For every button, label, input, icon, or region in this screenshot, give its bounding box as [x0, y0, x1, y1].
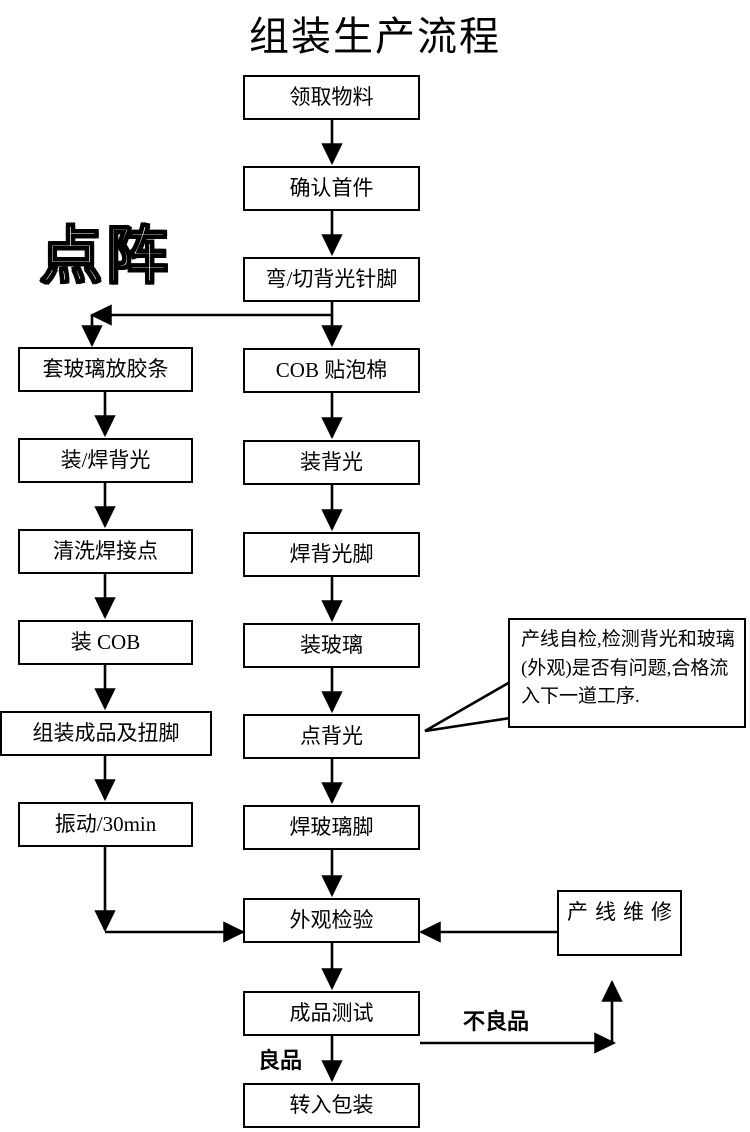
- node-确认首件[interactable]: 确认首件: [243, 166, 420, 211]
- node-清洗焊接点[interactable]: 清洗焊接点: [18, 529, 193, 574]
- node-弯切背光针脚[interactable]: 弯/切背光针脚: [243, 257, 420, 302]
- node-装焊背光[interactable]: 装/焊背光: [18, 438, 193, 483]
- callout-tail-outline: [424, 680, 511, 733]
- node-组装成品及扭脚[interactable]: 组装成品及扭脚: [0, 711, 212, 756]
- node-装背光[interactable]: 装背光: [243, 440, 420, 485]
- node-产线维修[interactable]: 产线维修: [557, 890, 682, 956]
- page-title: 组装生产流程: [249, 14, 501, 59]
- node-装COB[interactable]: 装 COB: [18, 620, 193, 665]
- edge-label-良品: 良品: [258, 1048, 303, 1073]
- node-焊背光脚[interactable]: 焊背光脚: [243, 532, 420, 577]
- callout-inspection-note: 产线自检,检测背光和玻璃(外观)是否有问题,合格流入下一道工序.: [508, 618, 746, 728]
- edge-label-不良品: 不良品: [463, 1009, 530, 1034]
- node-转入包装[interactable]: 转入包装: [243, 1083, 420, 1128]
- node-套玻璃放胶条[interactable]: 套玻璃放胶条: [18, 347, 193, 392]
- node-焊玻璃脚[interactable]: 焊玻璃脚: [243, 805, 420, 850]
- node-领取物料[interactable]: 领取物料: [243, 75, 420, 120]
- node-COB贴泡棉[interactable]: COB 贴泡棉: [243, 348, 420, 393]
- node-外观检验[interactable]: 外观检验: [243, 898, 420, 943]
- node-振动30min[interactable]: 振动/30min: [18, 802, 193, 847]
- node-成品测试[interactable]: 成品测试: [243, 991, 420, 1036]
- dot-matrix-label: 点阵: [39, 222, 173, 292]
- node-点背光[interactable]: 点背光: [243, 714, 420, 759]
- node-装玻璃[interactable]: 装玻璃: [243, 623, 420, 668]
